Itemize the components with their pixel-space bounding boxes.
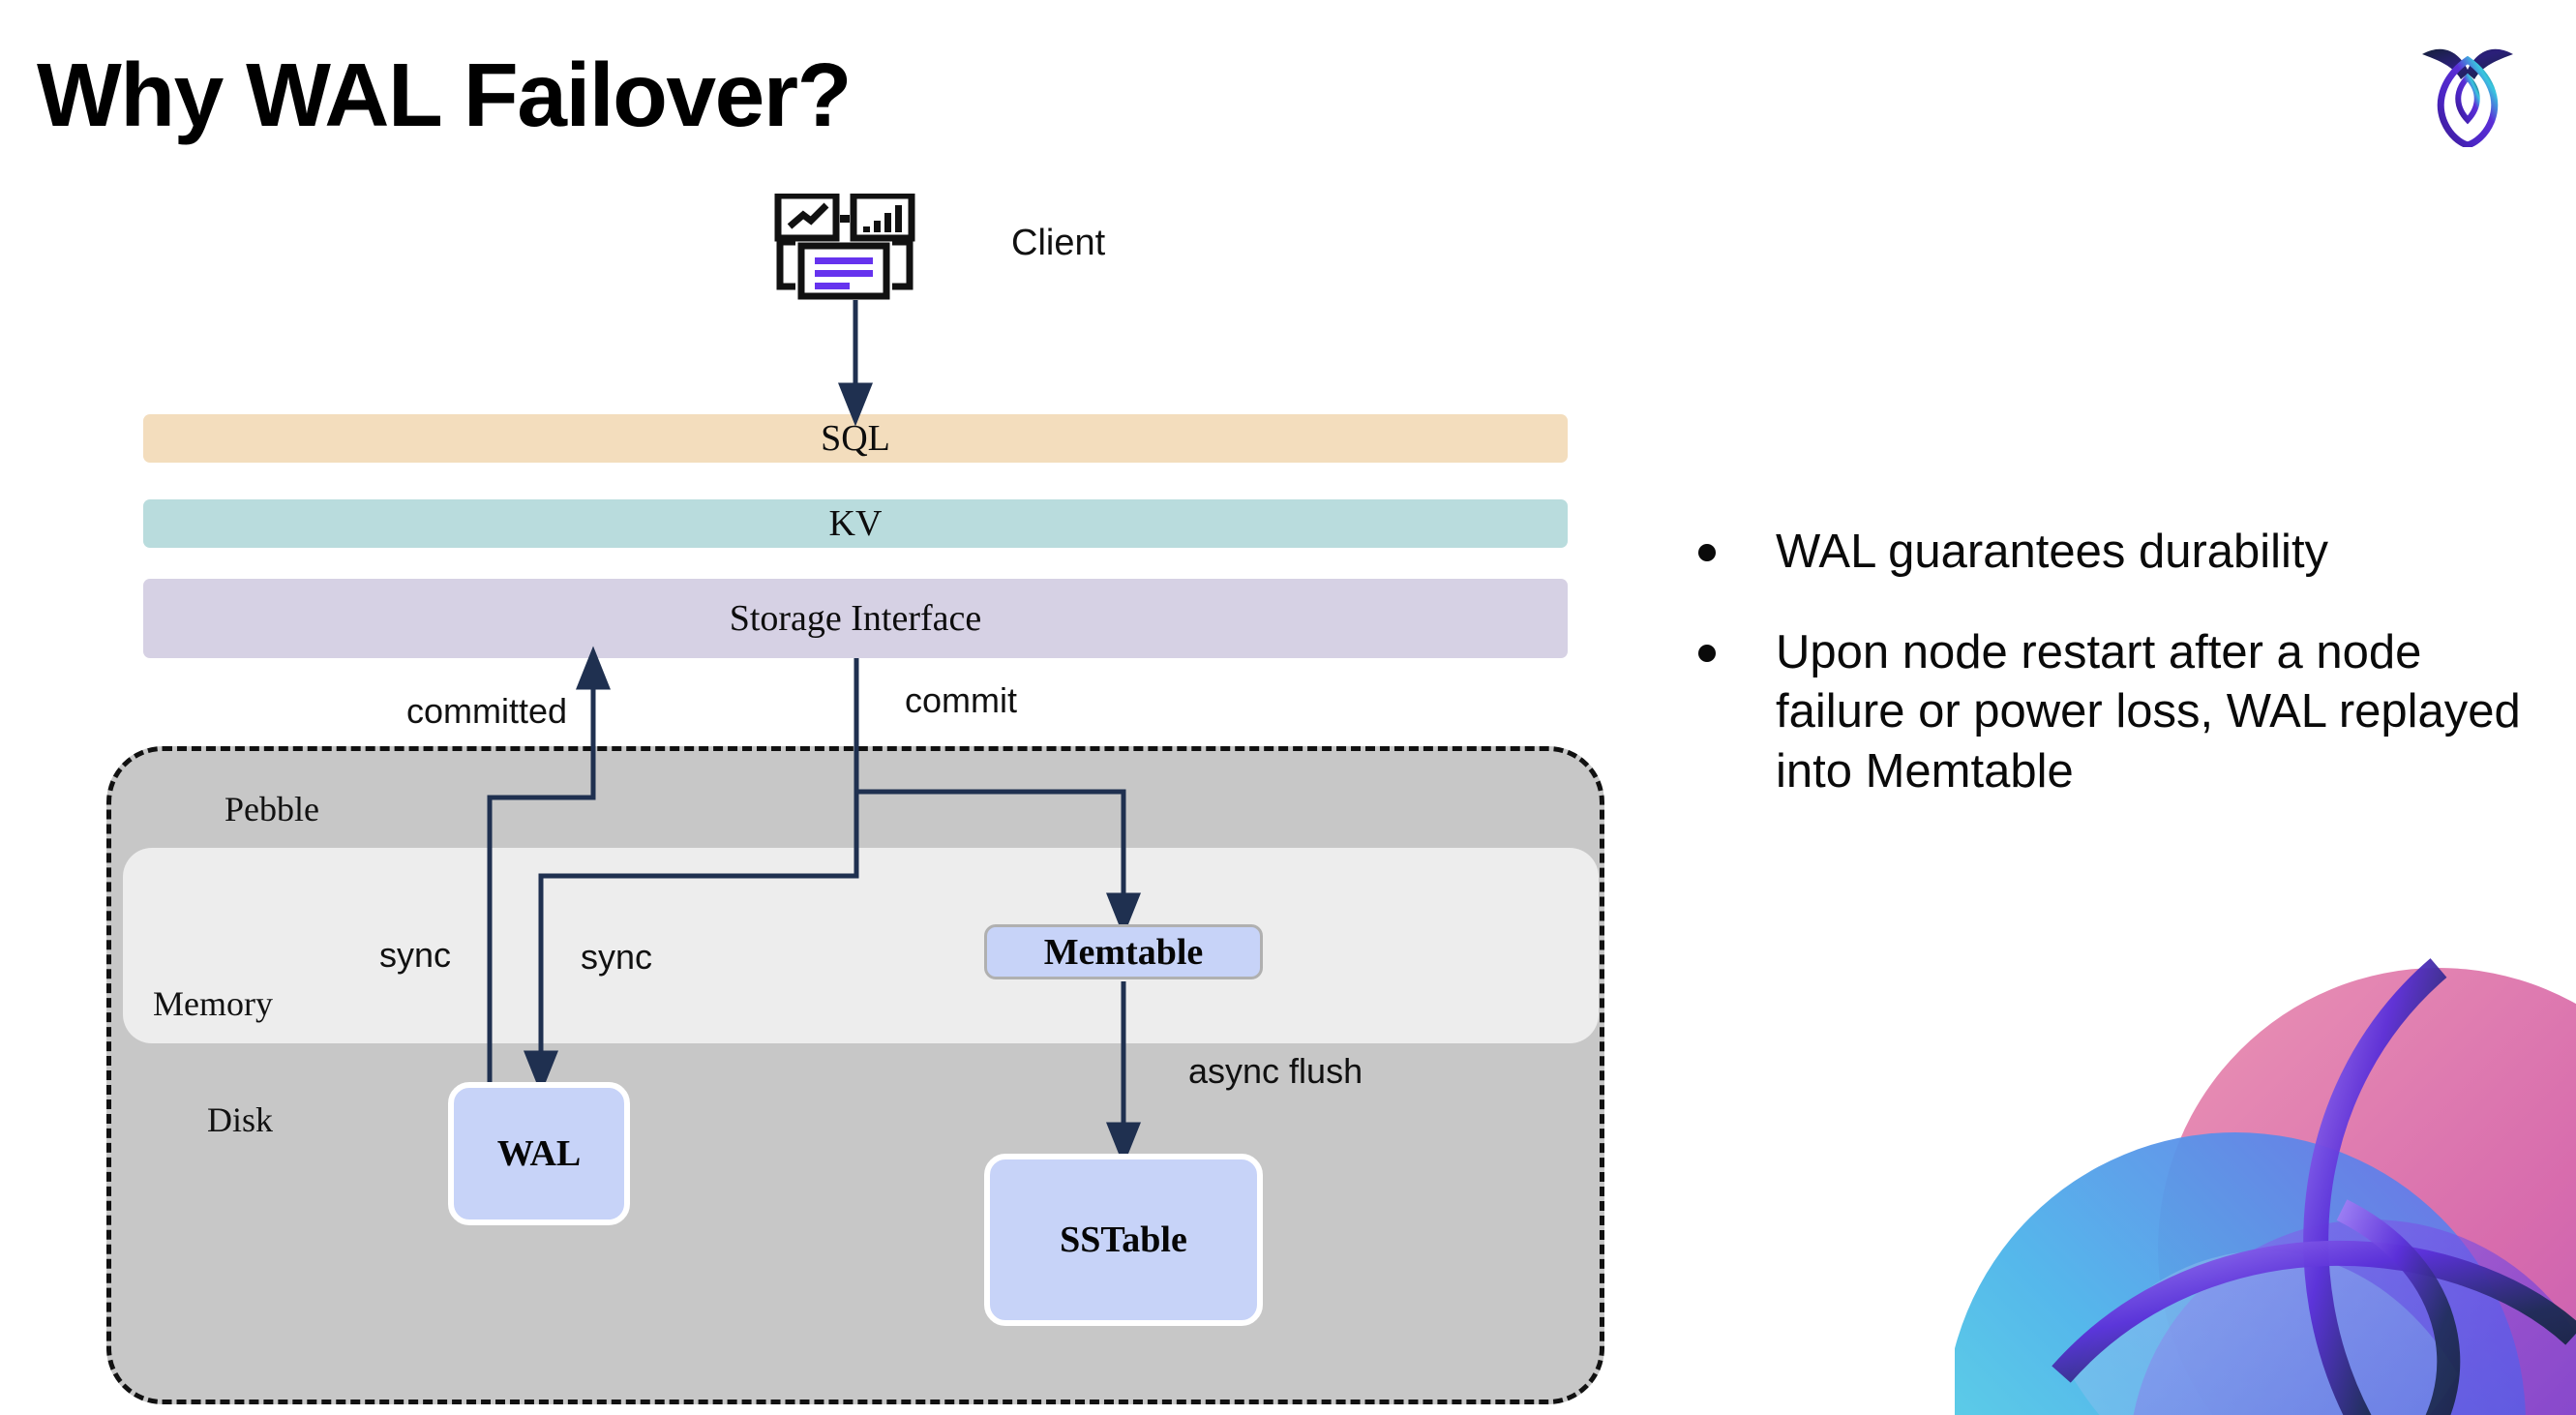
layer-bar-sql: SQL bbox=[143, 414, 1568, 463]
layer-bar-storage-interface: Storage Interface bbox=[143, 579, 1568, 658]
node-label-wal: WAL bbox=[496, 1133, 582, 1174]
list-item: WAL guarantees durability bbox=[1698, 523, 2550, 583]
edge-label-committed: committed bbox=[406, 691, 568, 731]
edge-label-sync-left: sync bbox=[379, 935, 452, 975]
list-item: Upon node restart after a node failure o… bbox=[1698, 623, 2550, 802]
memory-label: Memory bbox=[153, 984, 273, 1023]
edge-label-sync-right: sync bbox=[581, 937, 653, 977]
layer-bar-kv: KV bbox=[143, 499, 1568, 548]
layer-label-kv: KV bbox=[828, 503, 883, 544]
edge-label-commit: commit bbox=[905, 680, 1017, 720]
bullet-text: Upon node restart after a node failure o… bbox=[1776, 625, 2521, 798]
bullet-dot-icon bbox=[1698, 644, 1716, 662]
layer-label-sql: SQL bbox=[821, 418, 890, 459]
node-label-sstable: SSTable bbox=[1060, 1219, 1187, 1260]
node-wal: WAL bbox=[448, 1082, 630, 1225]
bullet-text: WAL guarantees durability bbox=[1776, 526, 2329, 578]
client-label: Client bbox=[1011, 223, 1106, 263]
bullet-dot-icon bbox=[1698, 544, 1716, 561]
client-dashboard-icon bbox=[774, 192, 939, 300]
disk-label: Disk bbox=[207, 1100, 274, 1139]
node-sstable: SSTable bbox=[984, 1154, 1263, 1326]
layer-label-storage-interface: Storage Interface bbox=[729, 598, 982, 639]
pebble-container bbox=[106, 746, 1604, 1404]
architecture-diagram: Client SQL KV Storage Interface Pebble M… bbox=[106, 192, 1604, 1404]
edge-label-async-flush: async flush bbox=[1188, 1051, 1363, 1091]
node-label-memtable: Memtable bbox=[1043, 931, 1204, 973]
memory-region bbox=[123, 848, 1599, 1043]
cockroach-logo-icon bbox=[2414, 31, 2521, 149]
pebble-label: Pebble bbox=[225, 790, 319, 828]
decorative-circles-emblem bbox=[1955, 919, 2576, 1415]
bullet-list: WAL guarantees durability Upon node rest… bbox=[1698, 523, 2550, 843]
page-title: Why WAL Failover? bbox=[37, 45, 852, 145]
node-memtable: Memtable bbox=[984, 924, 1263, 979]
